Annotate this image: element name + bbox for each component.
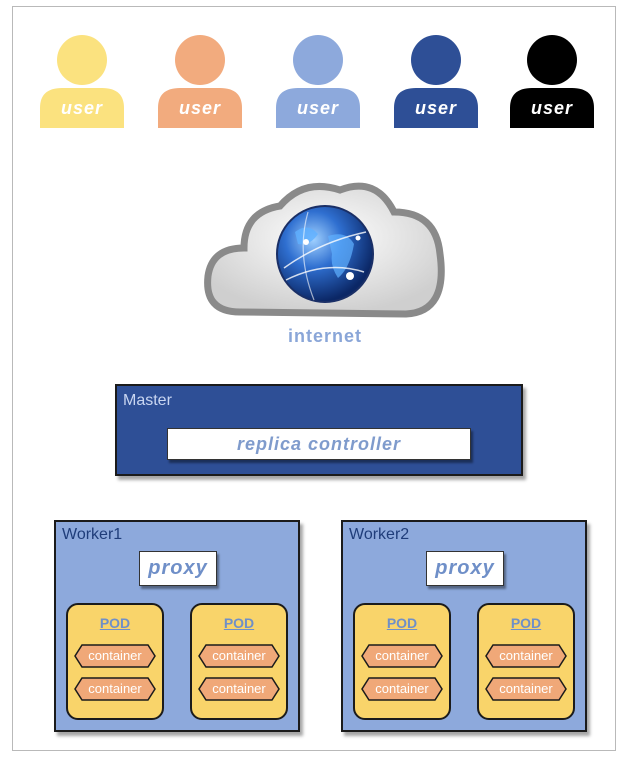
user-label: user [178,98,222,118]
pod: POD container container [66,603,164,720]
container-label: container [212,681,266,696]
user-icon [394,35,478,128]
worker-title: Worker2 [349,526,410,543]
cloud-icon [204,182,445,318]
internet-label: internet [287,326,362,346]
user-icon [276,35,360,128]
user-icon [158,35,242,128]
worker-node-2: Worker2 proxy POD container container PO… [341,520,587,732]
user-1: user [36,30,128,130]
container-label: container [212,648,266,663]
container-label: container [375,648,429,663]
user-3: user [272,30,364,130]
user-5: user [506,30,598,130]
container-tag: container [74,644,156,668]
user-label: user [414,98,458,118]
pod-label: POD [99,615,131,631]
container-label: container [88,681,142,696]
container-tag: container [74,677,156,701]
user-icon [510,35,594,128]
user-label: user [60,98,104,118]
user-label: user [530,98,574,118]
pod: POD container container [477,603,575,720]
container-label: container [499,681,553,696]
container-label: container [375,681,429,696]
pod: POD container container [353,603,451,720]
container-tag: container [485,644,567,668]
user-label: user [296,98,340,118]
container-tag: container [198,677,280,701]
pod-label: POD [223,615,255,631]
container-label: container [499,648,553,663]
globe-icon [276,205,374,303]
user-icon [40,35,124,128]
proxy-box: proxy [426,551,504,586]
replica-controller: replica controller [167,428,471,460]
master-node: Master replica controller [115,384,523,476]
user-4: user [390,30,482,130]
master-title: Master [123,392,172,409]
container-tag: container [198,644,280,668]
worker-node-1: Worker1 proxy POD container container PO… [54,520,300,732]
container-tag: container [361,677,443,701]
pod-label: POD [510,615,542,631]
pod-label: POD [386,615,418,631]
pod: POD container container [190,603,288,720]
container-tag: container [361,644,443,668]
user-2: user [154,30,246,130]
container-label: container [88,648,142,663]
container-tag: container [485,677,567,701]
proxy-box: proxy [139,551,217,586]
worker-title: Worker1 [62,526,123,543]
